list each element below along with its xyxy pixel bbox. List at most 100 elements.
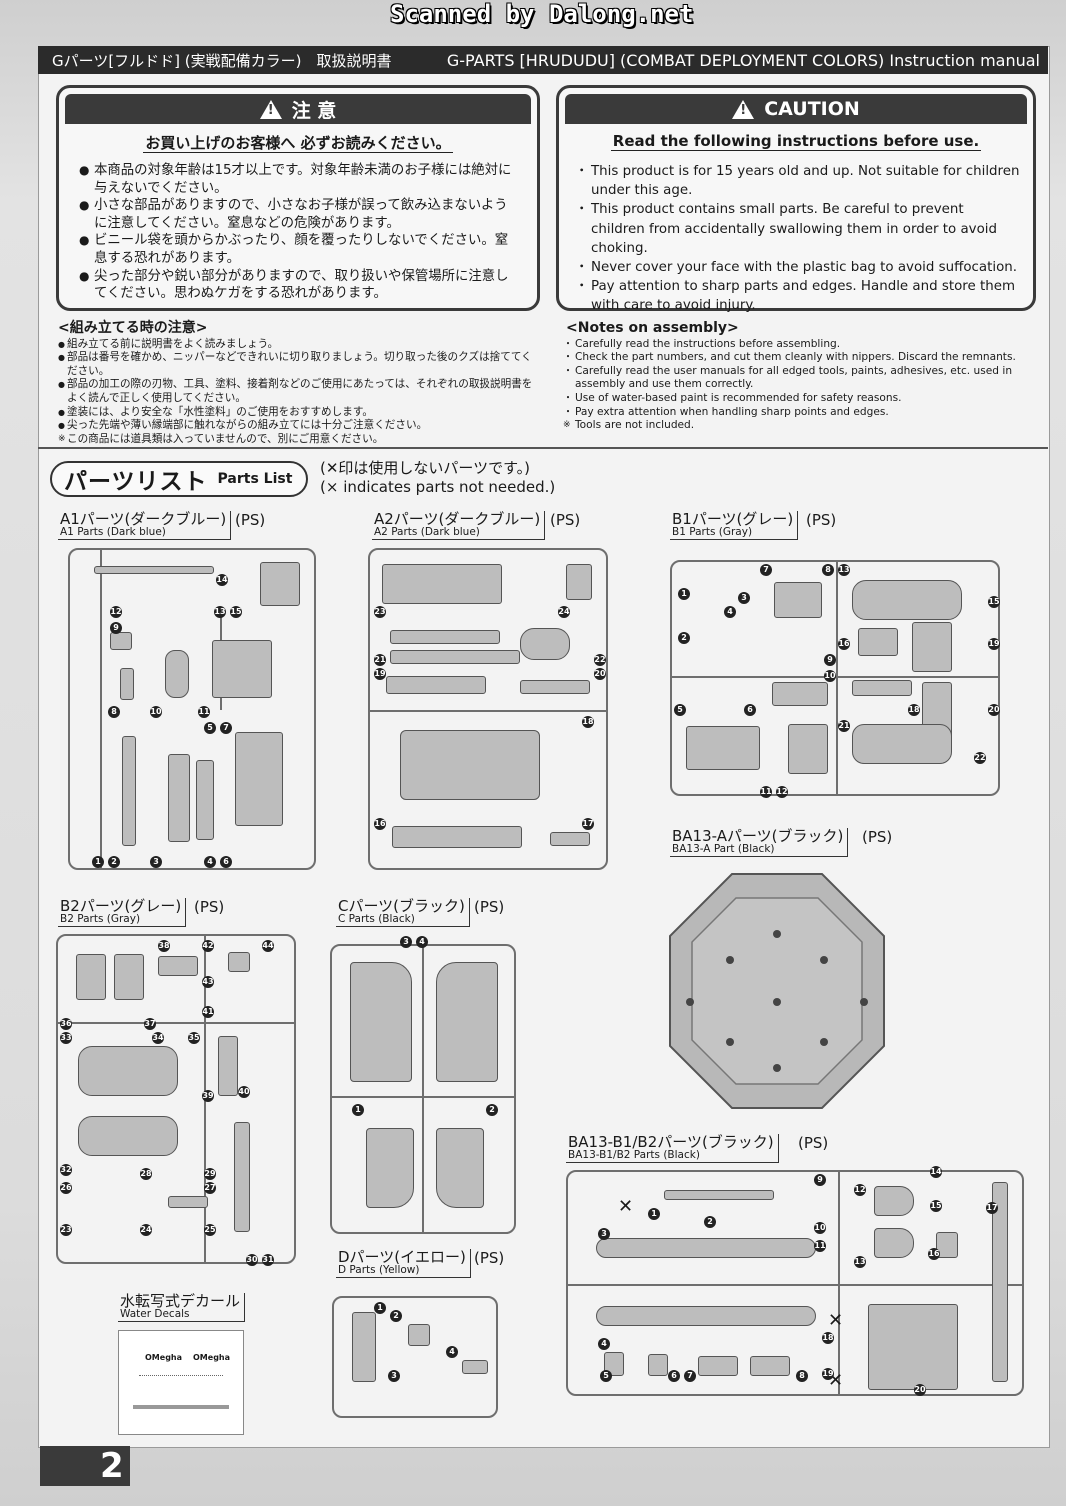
list-item: 塗装には、より安全な「水性塗料」のご使用をおすすめします。 bbox=[58, 406, 538, 420]
footnote-jp: この商品には道具類は入っていませんので、別にご用意ください。 bbox=[58, 433, 538, 447]
unused-part-mark: ✕ bbox=[618, 1196, 634, 1217]
part-number: 12 bbox=[110, 606, 122, 618]
part-piece bbox=[122, 736, 136, 846]
part-piece bbox=[400, 730, 540, 800]
part-piece bbox=[352, 1312, 376, 1382]
part-number: 3 bbox=[388, 1370, 400, 1382]
material-b1: (PS) bbox=[806, 511, 837, 529]
caution-list-jp: 本商品の対象年齢は15才以上です。対象年齢未満のお子様には絶対に与えないでくださ… bbox=[79, 162, 521, 303]
part-number: 16 bbox=[838, 638, 850, 650]
part-number: 14 bbox=[216, 574, 228, 586]
part-piece bbox=[165, 650, 189, 698]
list-item: 尖った部分や鋭い部分がありますので、取り扱いや保管場所に注意してください。思わぬ… bbox=[79, 268, 521, 303]
part-piece bbox=[168, 754, 190, 842]
sprue-d: 1 2 4 3 bbox=[332, 1296, 498, 1418]
part-number: 1 bbox=[352, 1104, 364, 1116]
part-piece bbox=[436, 962, 498, 1082]
material-c: (PS) bbox=[474, 898, 505, 916]
part-piece bbox=[520, 628, 570, 660]
part-number: 12 bbox=[776, 786, 788, 798]
part-number: 37 bbox=[144, 1018, 156, 1030]
part-piece bbox=[698, 1356, 738, 1376]
part-number: 4 bbox=[446, 1346, 458, 1358]
list-item: Use of water-based paint is recommended … bbox=[563, 392, 1016, 406]
sprue-runner bbox=[58, 1022, 294, 1024]
list-item: 組み立てる前に説明書をよく読みましょう。 bbox=[58, 338, 538, 352]
part-number: 22 bbox=[594, 654, 606, 666]
part-number: 26 bbox=[60, 1182, 72, 1194]
assembly-notes-jp: <組み立てる時の注意> 組み立てる前に説明書をよく読みましょう。 部品は番号を確… bbox=[58, 321, 538, 447]
part-number: 9 bbox=[814, 1174, 826, 1186]
title-jp: Gパーツ[フルドド] (実戦配備カラー) 取扱説明書 bbox=[52, 51, 392, 70]
sprue-label-ba13b: BA13-B1/B2パーツ(ブラック) BA13-B1/B2 Parts (Bl… bbox=[566, 1134, 779, 1163]
part-piece bbox=[168, 1196, 208, 1208]
part-number: 9 bbox=[110, 622, 122, 634]
part-number: 1 bbox=[374, 1302, 386, 1314]
part-number: 23 bbox=[374, 606, 386, 618]
part-piece bbox=[852, 724, 952, 764]
part-number: 13 bbox=[838, 564, 850, 576]
part-piece bbox=[550, 832, 590, 846]
footnote-en: Tools are not included. bbox=[563, 419, 1016, 433]
part-number: 29 bbox=[204, 1168, 216, 1180]
parts-list-title-jp: パーツリスト bbox=[64, 469, 208, 495]
sprue-c: 3 4 1 2 bbox=[330, 936, 516, 1234]
part-number: 7 bbox=[684, 1370, 696, 1382]
part-piece bbox=[196, 760, 214, 840]
part-number: 35 bbox=[188, 1032, 200, 1044]
part-number: 6 bbox=[668, 1370, 680, 1382]
sprue-runner bbox=[370, 710, 606, 712]
part-number: 2 bbox=[390, 1310, 402, 1322]
list-item: This product contains small parts. Be ca… bbox=[575, 200, 1021, 258]
part-number: 39 bbox=[202, 1090, 214, 1102]
part-number: 4 bbox=[416, 936, 428, 948]
part-piece bbox=[392, 826, 522, 848]
part-piece bbox=[78, 1116, 178, 1156]
part-piece bbox=[235, 732, 283, 826]
part-number: 33 bbox=[60, 1032, 72, 1044]
material-b2: (PS) bbox=[194, 898, 225, 916]
part-piece bbox=[228, 952, 250, 972]
list-item: This product is for 15 years old and up.… bbox=[575, 162, 1021, 200]
caution-box-en: CAUTION Read the following instructions … bbox=[556, 85, 1036, 313]
part-piece bbox=[436, 1128, 484, 1208]
assembly-notes-en: <Notes on assembly> Carefully read the i… bbox=[563, 321, 1016, 433]
sprue-ba13b: ✕ ✕ ✕ 9 12 14 15 17 1 2 10 3 11 13 16 18… bbox=[566, 1166, 1024, 1396]
part-number: 42 bbox=[202, 940, 214, 952]
material-d: (PS) bbox=[474, 1249, 505, 1267]
part-number: 34 bbox=[152, 1032, 164, 1044]
part-piece bbox=[212, 640, 272, 698]
part-number: 20 bbox=[594, 668, 606, 680]
sprue-label-d: Dパーツ(イエロー) D Parts (Yellow) bbox=[336, 1249, 471, 1278]
sprue-runner bbox=[838, 1172, 840, 1394]
part-piece bbox=[788, 724, 828, 774]
sprue-label-b2: B2パーツ(グレー) B2 Parts (Gray) bbox=[58, 898, 187, 927]
part-number: 2 bbox=[486, 1104, 498, 1116]
caution-subtitle-en: Read the following instructions before u… bbox=[610, 132, 982, 151]
material-a2: (PS) bbox=[550, 511, 581, 529]
part-number: 1 bbox=[678, 588, 690, 600]
part-piece bbox=[76, 954, 106, 1000]
part-piece bbox=[158, 956, 198, 976]
part-number: 13 bbox=[214, 606, 226, 618]
list-item: Pay attention to sharp parts and edges. … bbox=[575, 277, 1021, 315]
warning-icon bbox=[259, 99, 282, 119]
part-piece bbox=[686, 726, 760, 770]
part-piece bbox=[386, 676, 486, 694]
part-number: 8 bbox=[822, 564, 834, 576]
part-number: 17 bbox=[582, 818, 594, 830]
parts-list-title-en: Parts List bbox=[217, 471, 293, 487]
part-piece bbox=[992, 1182, 1008, 1382]
part-piece bbox=[382, 564, 502, 604]
material-ba13b: (PS) bbox=[798, 1134, 829, 1152]
part-number: 38 bbox=[158, 940, 170, 952]
part-piece bbox=[596, 1238, 816, 1258]
part-piece bbox=[218, 1036, 238, 1096]
part-number: 18 bbox=[582, 716, 594, 728]
part-number: 4 bbox=[204, 856, 216, 868]
part-number: 22 bbox=[974, 752, 986, 764]
sprue-a1: 14 12 13 15 9 8 10 11 5 7 1 2 3 4 6 bbox=[68, 548, 316, 870]
part-number: 21 bbox=[374, 654, 386, 666]
part-number: 41 bbox=[202, 1006, 214, 1018]
part-number: 7 bbox=[220, 722, 232, 734]
